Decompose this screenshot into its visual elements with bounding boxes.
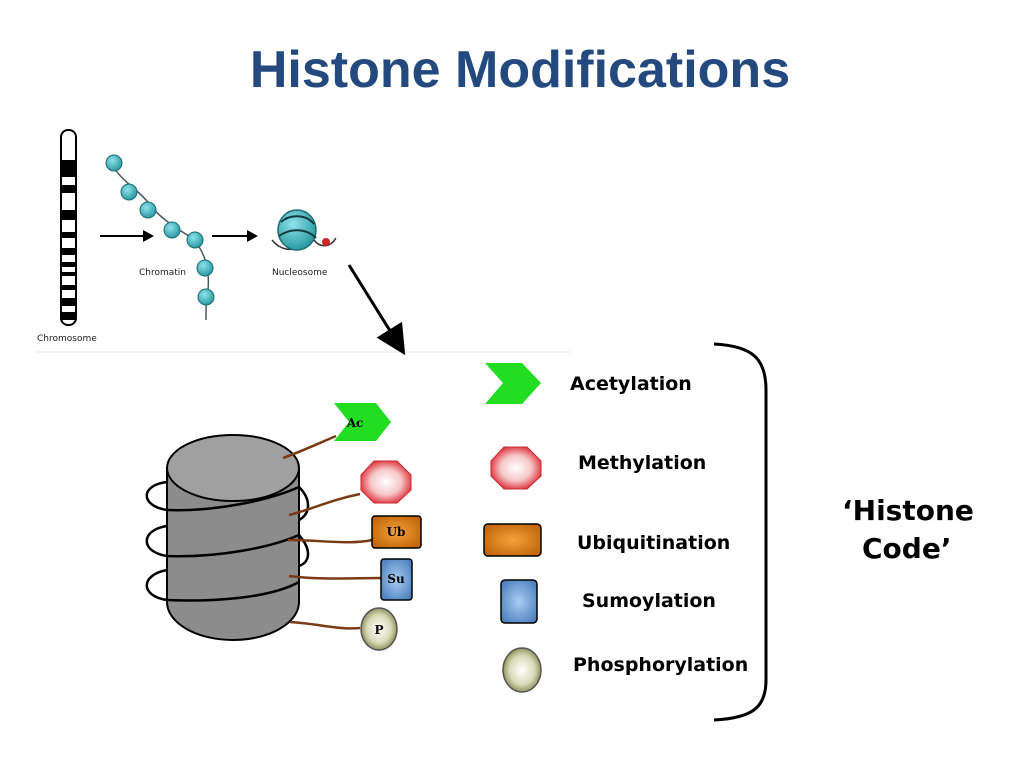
nucleosome-label: Nucleosome (272, 268, 328, 278)
svg-text:Ub: Ub (387, 525, 406, 539)
sumo-tag: Su (380, 558, 413, 601)
ubiquitination-rect-icon (483, 523, 542, 557)
acetylation-chevron-icon (485, 363, 541, 404)
page-title: Histone Modifications (249, 41, 791, 99)
histone-code-label: ‘Histone Code’ (842, 492, 974, 568)
phosphorylation-ellipse-icon (502, 647, 542, 693)
bracket-icon (713, 342, 768, 722)
svg-text:P: P (374, 623, 383, 637)
ubiquitin-tag: Ub (371, 515, 422, 549)
nucleosome-icon (271, 209, 337, 251)
histone-tail-icon (282, 434, 383, 630)
phospho-tag: P (360, 607, 398, 651)
acetyl-tag: Ac (334, 403, 391, 441)
legend-label-phosphorylation: Phosphorylation (573, 654, 749, 676)
chromosome-icon (60, 129, 77, 326)
zoom-arrow-icon (347, 264, 406, 356)
svg-text:Ac: Ac (346, 416, 364, 430)
chromosome-label: Chromosome (37, 334, 97, 344)
histone-code-line1: ‘Histone (842, 494, 974, 527)
sumoylation-square-icon (500, 579, 538, 624)
methyl-tag (360, 460, 412, 504)
legend-label-ubiquitination: Ubiquitination (577, 532, 731, 554)
histone-code-line2: Code’ (862, 532, 952, 565)
svg-text:Su: Su (387, 572, 405, 586)
chromatin-fiber-icon (105, 154, 215, 321)
methylation-octagon-icon (490, 446, 542, 490)
arrow-icon (212, 230, 258, 242)
histone-cylinder-icon (166, 434, 300, 641)
legend-label-sumoylation: Sumoylation (582, 590, 716, 612)
legend-label-acetylation: Acetylation (570, 373, 692, 395)
arrow-icon (100, 230, 154, 242)
chromatin-label: Chromatin (139, 268, 186, 278)
legend-label-methylation: Methylation (578, 452, 707, 474)
